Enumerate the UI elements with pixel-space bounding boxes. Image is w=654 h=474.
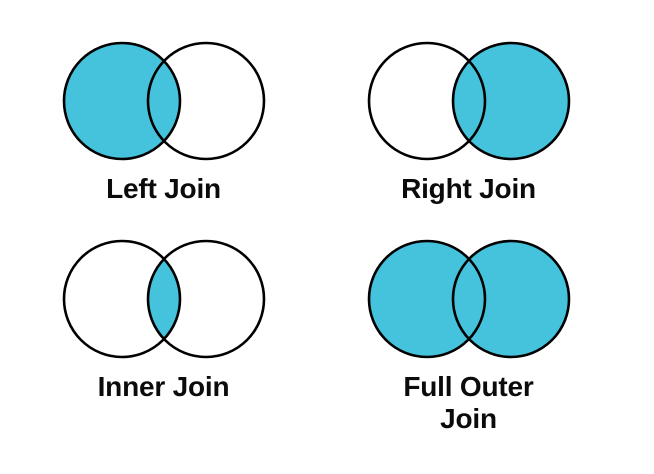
right-circle <box>452 43 569 159</box>
left-circle-outline <box>62 239 181 359</box>
right-circle-outline <box>146 41 265 161</box>
diagram-label-full-outer-join: Full Outer Join <box>403 371 534 435</box>
left-circle <box>368 43 485 159</box>
right-circle <box>452 241 569 357</box>
diagram-label-right-join: Right Join <box>401 173 536 204</box>
left-circle-outline <box>62 41 181 161</box>
right-circle-outline <box>146 239 265 359</box>
right-join-venn <box>367 41 570 161</box>
diagram-cell-left-join: Left Join <box>0 38 327 205</box>
right-circle <box>147 241 264 357</box>
left-circle <box>63 241 180 357</box>
left-circle <box>63 43 180 159</box>
diagram-cell-full-outer-join: Full Outer Join <box>305 236 632 436</box>
right-circle <box>147 43 264 159</box>
inner-join-venn <box>62 239 265 359</box>
left-circle-outline <box>367 41 486 161</box>
right-circle-outline <box>451 239 570 359</box>
diagram-cell-right-join: Right Join <box>305 38 632 205</box>
diagram-label-left-join: Left Join <box>106 173 221 204</box>
full-outer-join-venn <box>367 239 570 359</box>
diagram-cell-inner-join: Inner Join <box>0 236 327 403</box>
left-join-venn <box>62 41 265 161</box>
left-circle <box>368 241 485 357</box>
left-circle-outline <box>367 239 486 359</box>
right-circle-outline <box>451 41 570 161</box>
diagram-label-inner-join: Inner Join <box>97 371 230 402</box>
